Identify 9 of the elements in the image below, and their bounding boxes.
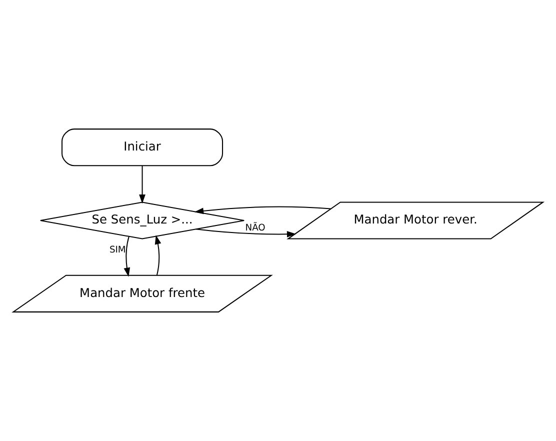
node-diamond: Se Sens_Luz >... bbox=[40, 202, 245, 240]
arrow bbox=[194, 206, 331, 214]
arrow bbox=[124, 236, 130, 277]
arrow bbox=[139, 166, 146, 204]
node-box: Iniciar bbox=[62, 128, 224, 166]
arrow bbox=[154, 235, 162, 276]
arrow bbox=[196, 228, 296, 238]
edge-label: SIM bbox=[109, 246, 126, 256]
edge-label: NÃO bbox=[245, 224, 266, 234]
